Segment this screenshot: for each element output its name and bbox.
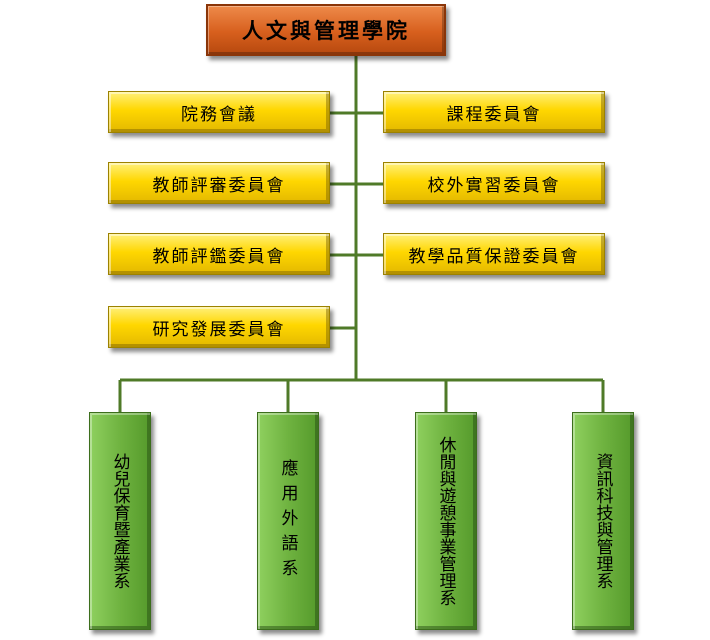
committee-teaching-quality-assurance: 教學品質保證委員會	[383, 233, 605, 275]
department-information-technology-management: 資訊科技與管理系	[572, 412, 634, 630]
college-root-box: 人文與管理學院	[206, 4, 446, 56]
department-early-childhood-care: 幼兒保育暨產業系	[89, 412, 151, 630]
department-applied-foreign-languages: 應用外語系	[257, 412, 319, 630]
committee-college-affairs-meeting: 院務會議	[108, 91, 330, 133]
committee-off-campus-internship: 校外實習委員會	[383, 162, 605, 204]
committee-faculty-evaluation: 教師評鑑委員會	[108, 233, 330, 275]
committee-curriculum: 課程委員會	[383, 91, 605, 133]
committee-faculty-review: 教師評審委員會	[108, 162, 330, 204]
committee-research-development: 研究發展委員會	[108, 306, 330, 348]
department-leisure-recreation-management: 休閒與遊憩事業管理系	[415, 412, 477, 630]
